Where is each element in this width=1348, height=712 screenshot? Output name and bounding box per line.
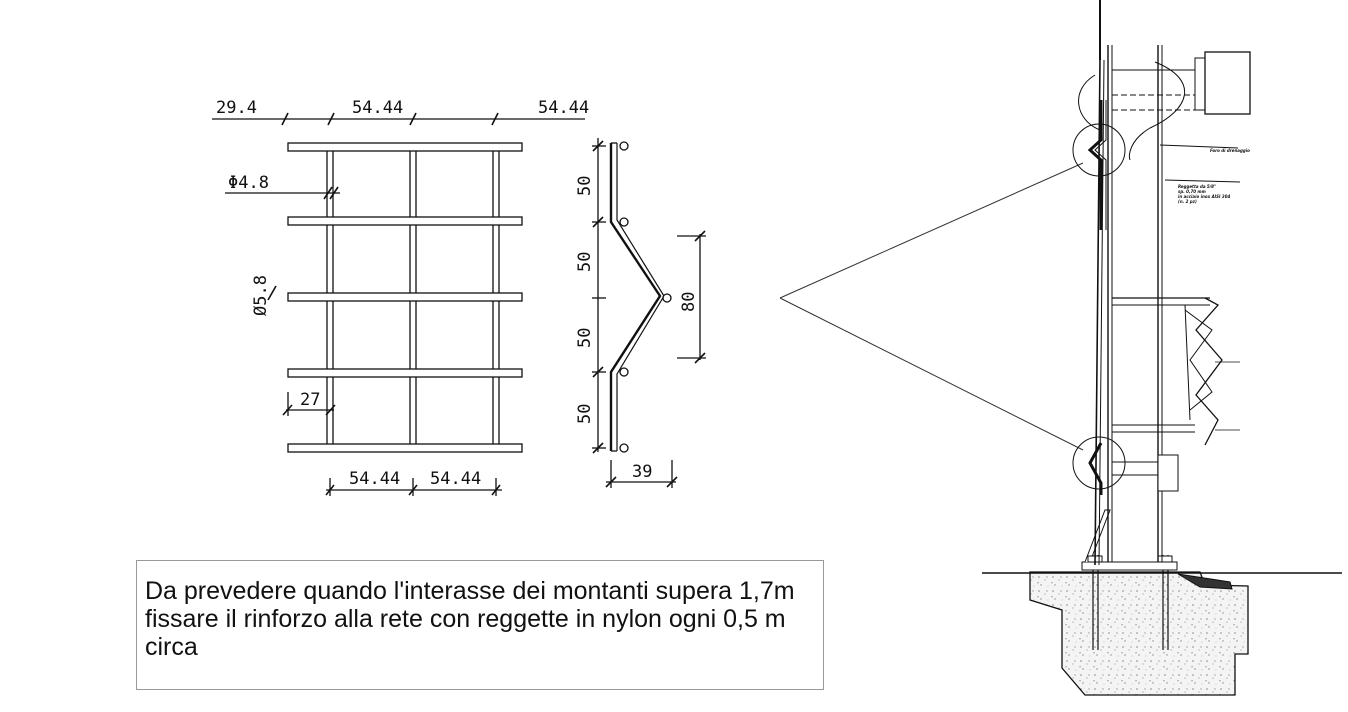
dim-profile-width: 39 — [632, 462, 652, 482]
profile-bar — [609, 143, 662, 451]
label-strap-3: in acciaio inox AISI 304 — [1178, 194, 1230, 199]
note-line-1: Da prevedere quando l'interasse dei mont… — [145, 577, 795, 605]
note-line-2: fissare il rinforzo alla rete con regget… — [145, 605, 786, 633]
post-section-view — [982, 0, 1342, 696]
dim-bottom-1: 54.44 — [349, 469, 400, 489]
mesh-front-view — [212, 112, 585, 496]
label-strap-4: (n. 2 pz) — [1178, 199, 1197, 204]
label-strap-1: Reggetta da 5/8" — [1178, 184, 1216, 189]
note-box: Da prevedere quando l'interasse dei mont… — [136, 560, 824, 690]
label-strap-2: sp. 0,70 mm — [1178, 189, 1206, 194]
dim-bar-diameter: Ø5.8 — [251, 275, 271, 316]
dim-profile-segment-2: 50 — [575, 252, 595, 272]
dim-side-offset: 27 — [300, 390, 320, 410]
lower-detail-circle — [1072, 436, 1126, 490]
dim-top-1: 29.4 — [216, 98, 257, 118]
dim-profile-segment-1: 50 — [575, 176, 595, 196]
dim-top-3: 54.44 — [538, 98, 589, 118]
label-drainage-hole: Foro di drenaggio — [1210, 148, 1250, 153]
callout-lines — [779, 162, 1084, 451]
upper-detail-circle — [1072, 123, 1126, 177]
dim-profile-depth: 80 — [679, 292, 699, 312]
dim-wire-diameter: Φ4.8 — [228, 173, 269, 193]
dim-profile-segment-3: 50 — [575, 328, 595, 348]
guardrail-beam — [1195, 297, 1223, 446]
profile-view — [592, 138, 706, 488]
concrete-foundation — [1029, 571, 1249, 696]
dim-profile-segment-4: 50 — [575, 404, 595, 424]
dim-top-2: 54.44 — [352, 98, 403, 118]
horizontal-bars — [287, 142, 523, 453]
dim-bottom-2: 54.44 — [430, 469, 481, 489]
note-line-3: circa — [145, 633, 198, 661]
